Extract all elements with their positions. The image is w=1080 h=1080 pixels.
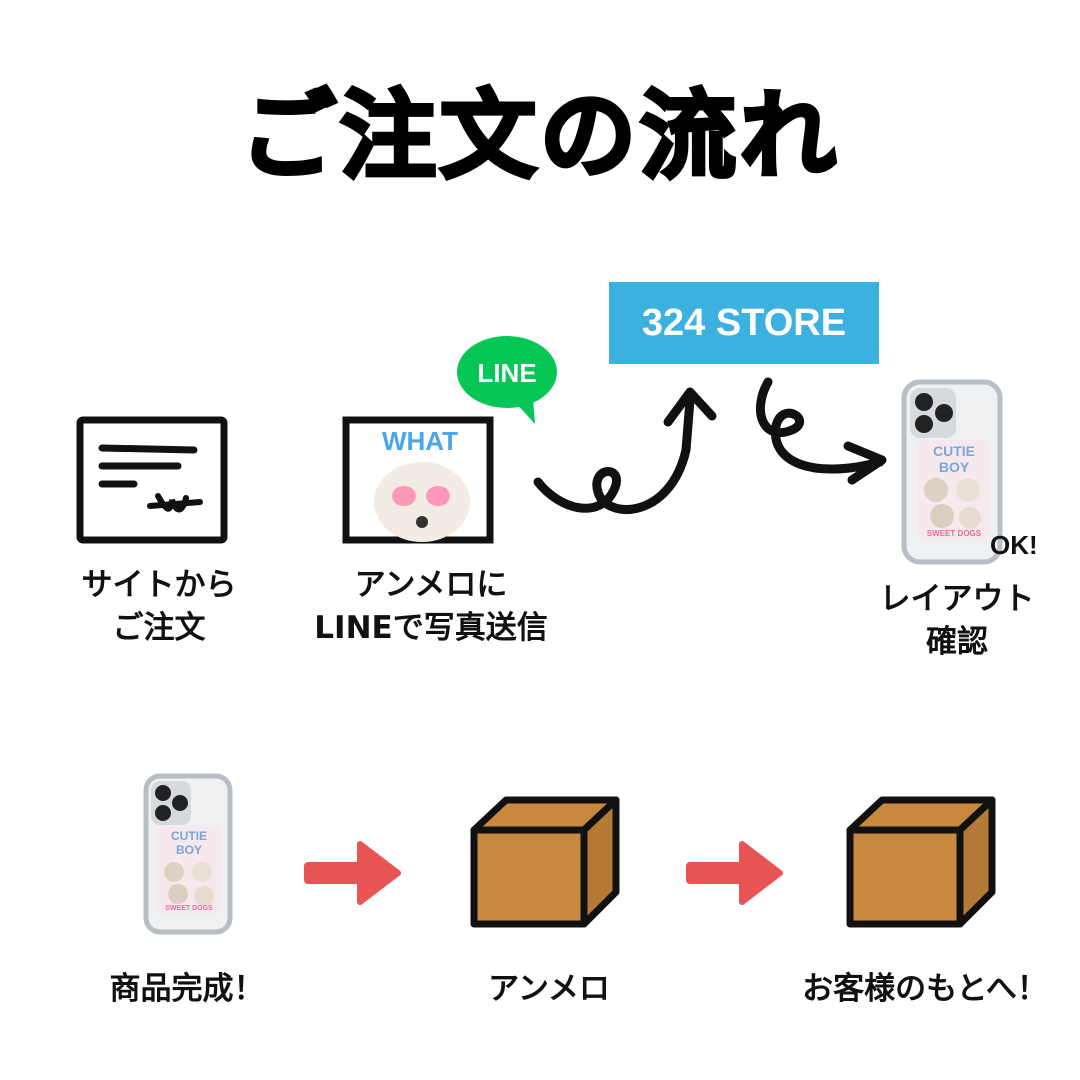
step-send-photo-label-line1: アンメロに: [354, 567, 508, 603]
case-print-line2: BOY: [176, 843, 202, 857]
step-order-label: サイトから ご注文: [44, 564, 274, 651]
bottom-step-delivery-label: お客様のもとへ！: [802, 971, 1048, 1007]
red-arrow-icon: [686, 841, 783, 905]
curly-arrow-icon: [533, 377, 887, 514]
line-badge: LINE: [457, 336, 557, 424]
step-order-label-line2: ご注文: [112, 610, 206, 647]
case-print-line1: CUTIE: [171, 829, 207, 843]
step-order-label-line1: サイトから: [81, 567, 237, 603]
phone-case-icon: CUTIE BOY SWEET DOGS: [901, 379, 1003, 565]
photo-frame-icon: WHAT: [342, 416, 494, 544]
step-layout-label-line2: 確認: [926, 624, 988, 661]
step-layout-label-line1: レイアウト: [879, 581, 1035, 617]
phone-case-icon: CUTIE BOY SWEET DOGS: [143, 773, 233, 935]
step-send-photo-label-line2: LINEで写真送信: [314, 610, 548, 647]
case-print-line2: BOY: [939, 459, 970, 475]
case-print-line1: CUTIE: [933, 443, 975, 459]
order-form-icon: [76, 416, 228, 544]
step-layout-label: レイアウト 確認: [842, 578, 1072, 665]
line-badge-text: LINE: [477, 358, 536, 388]
page-title: ご注文の流れ: [238, 78, 840, 194]
bottom-step-completed-label: 商品完成！: [109, 971, 265, 1007]
bottom-step-store-label: アンメロ: [488, 971, 610, 1007]
red-arrow-icon: [304, 841, 401, 905]
step-send-photo-label: アンメロに LINEで写真送信: [296, 564, 566, 651]
case-print-line3: SWEET DOGS: [165, 905, 213, 912]
box-icon: [846, 796, 996, 928]
case-print-line3: SWEET DOGS: [927, 529, 982, 538]
box-icon: [470, 796, 620, 928]
ok-text: OK!: [990, 530, 1038, 560]
photo-text: WHAT: [382, 426, 458, 456]
store-badge: 324 STORE: [609, 282, 879, 364]
